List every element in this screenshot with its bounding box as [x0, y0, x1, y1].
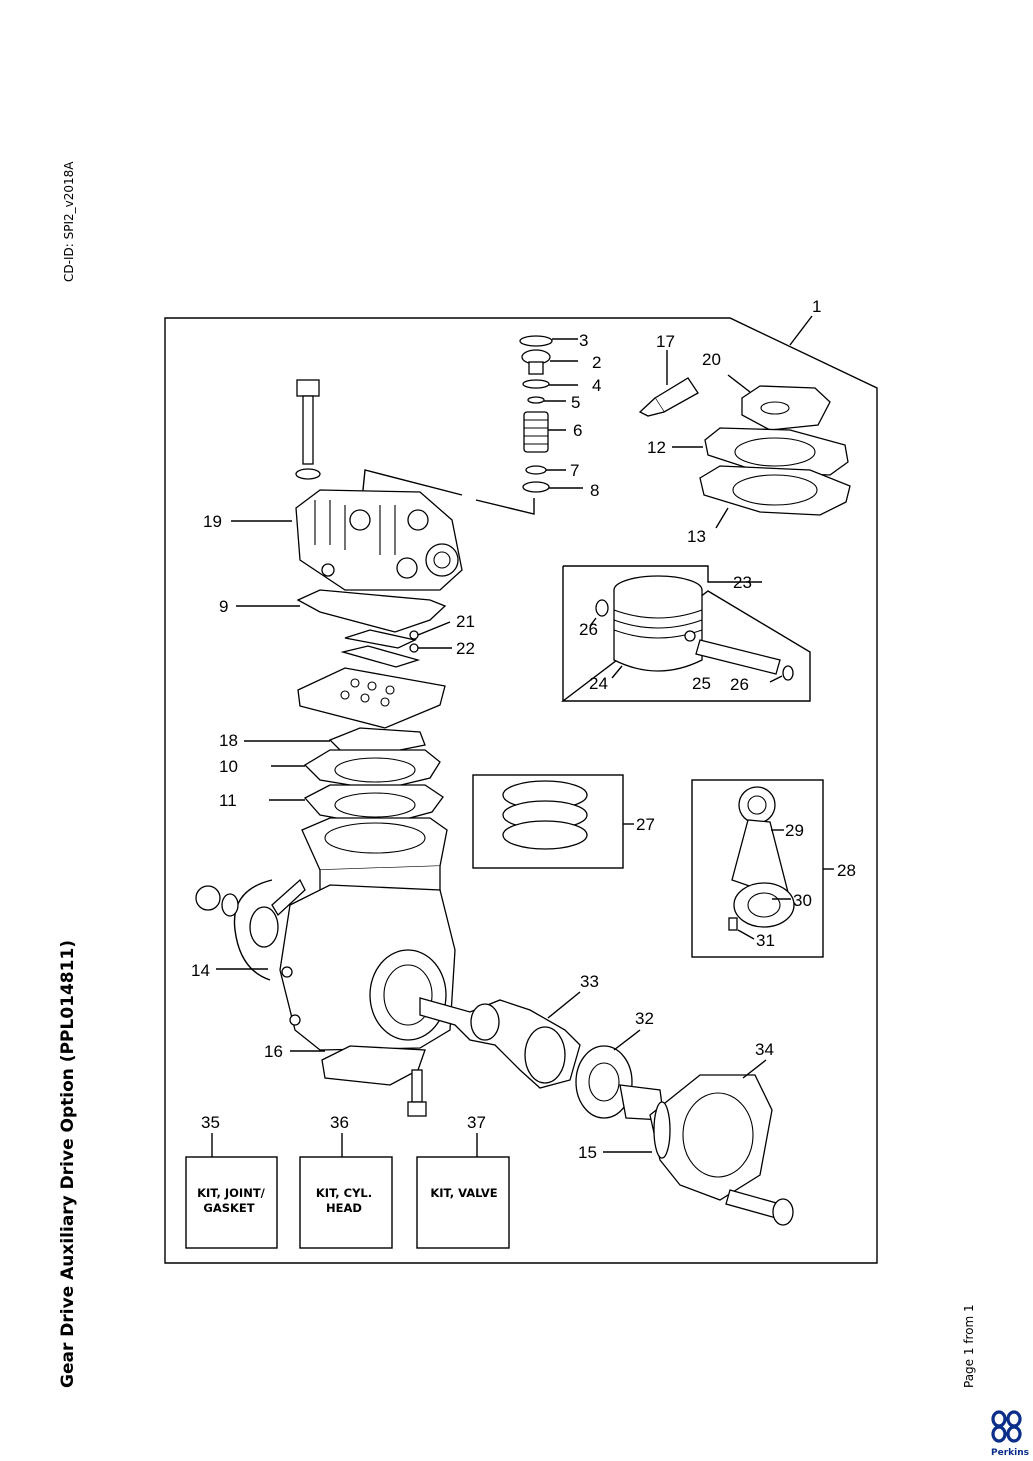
callout-34: 34 [755, 1040, 774, 1059]
callout-4: 4 [592, 376, 601, 395]
callout-6: 6 [573, 421, 582, 440]
kit-number-37: 37 [467, 1113, 486, 1132]
callout-10: 10 [219, 757, 238, 776]
callout-3: 3 [579, 331, 588, 350]
callout-23: 23 [733, 573, 752, 592]
callout-21: 21 [456, 612, 475, 631]
callout-20: 20 [702, 350, 721, 369]
brand-name: Perkins [991, 1448, 1029, 1458]
crankcase [195, 817, 456, 1117]
piston-rings-kit [472, 774, 634, 869]
kit-box-cylinder-head [299, 1156, 393, 1249]
perkins-logo-icon [991, 1410, 1022, 1443]
callout-19: 19 [203, 512, 222, 531]
callout-labels: 1 2 3 4 5 6 7 8 9 10 11 12 13 14 15 16 1… [191, 297, 856, 1162]
kit-label-36-line1: KIT, CYL. [316, 1186, 372, 1200]
sealant-tube [638, 350, 699, 417]
callout-25: 25 [692, 674, 711, 693]
connecting-rod-kit [691, 779, 834, 958]
callout-28: 28 [837, 861, 856, 880]
kit-label-37: KIT, VALVE [430, 1186, 497, 1200]
callout-17: 17 [656, 332, 675, 351]
kit-label-36-line2: HEAD [326, 1201, 362, 1215]
cylinder-gaskets [244, 727, 444, 827]
callout-30: 30 [793, 891, 812, 910]
callout-29: 29 [785, 821, 804, 840]
valve-plates [236, 589, 452, 729]
piston-kit [560, 565, 811, 702]
callout-8: 8 [590, 481, 599, 500]
head-gaskets [672, 374, 851, 529]
callout-16: 16 [264, 1042, 283, 1061]
callout-31: 31 [756, 931, 775, 950]
callout-18: 18 [219, 731, 238, 750]
callout-15: 15 [578, 1143, 597, 1162]
cylinder-head [231, 379, 463, 591]
callout-26b: 26 [730, 675, 749, 694]
kit-label-35-line1: KIT, JOINT/ [197, 1186, 266, 1200]
callout-11: 11 [219, 791, 237, 810]
callout-1: 1 [812, 297, 821, 316]
callout-2: 2 [592, 353, 601, 372]
callout-13: 13 [687, 527, 706, 546]
callout-27: 27 [636, 815, 655, 834]
callout-33: 33 [580, 972, 599, 991]
diagram-frame [164, 317, 878, 1264]
callout-22: 22 [456, 639, 475, 658]
kit-box-joint-gasket [185, 1156, 278, 1249]
callout-24: 24 [589, 674, 608, 693]
kit-number-35: 35 [201, 1113, 220, 1132]
callout-9: 9 [219, 597, 228, 616]
callout-12: 12 [647, 438, 666, 457]
callout-7: 7 [570, 461, 579, 480]
crankshaft-assembly [419, 991, 794, 1226]
callout-32: 32 [635, 1009, 654, 1028]
callout-5: 5 [571, 393, 580, 412]
kit-number-36: 36 [330, 1113, 349, 1132]
kit-label-35-line2: GASKET [203, 1201, 254, 1215]
callout-14: 14 [191, 961, 210, 980]
kit-box-valve [416, 1156, 510, 1249]
callout-26a: 26 [579, 620, 598, 639]
kit-boxes: 35 36 37 KIT, JOINT/ GASKET KIT, CYL. HE… [185, 1113, 510, 1249]
valve-stack [361, 335, 583, 515]
